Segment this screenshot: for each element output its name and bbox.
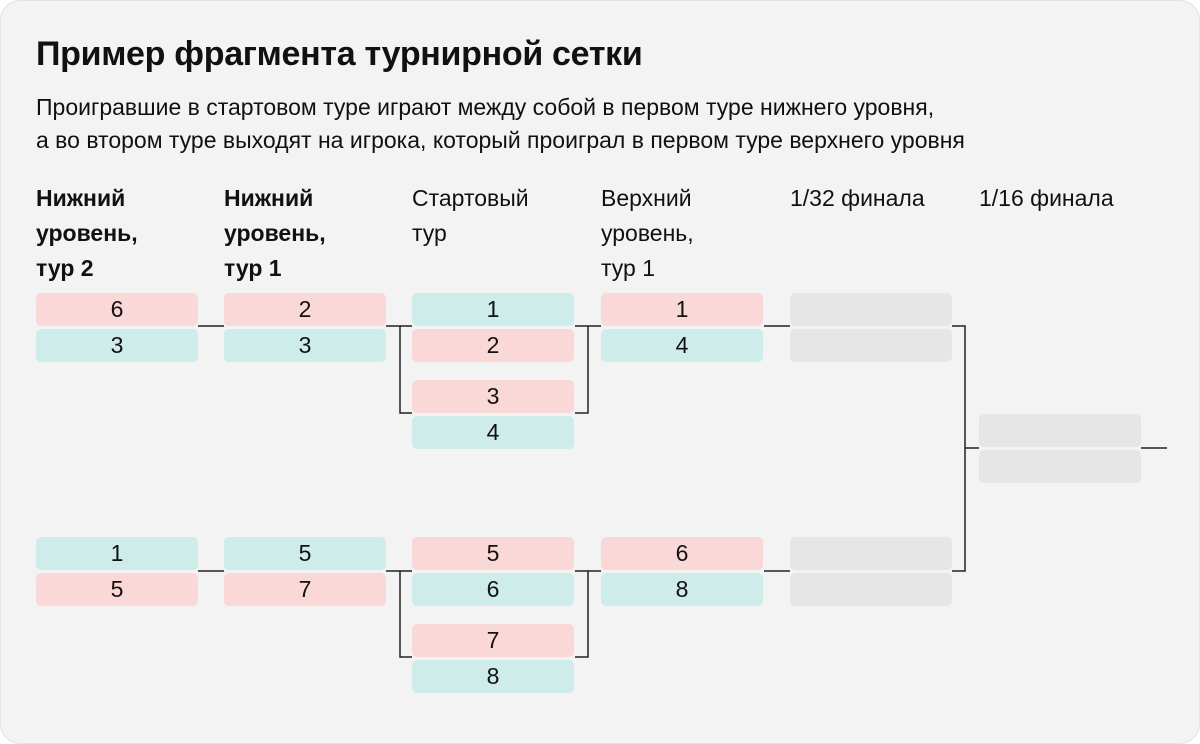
page-title: Пример фрагмента турнирной сетки — [36, 35, 643, 73]
slot-lower-r2-m2-top: 1 — [36, 537, 198, 570]
slot-start-m3-top: 5 — [412, 537, 574, 570]
connector-line — [386, 325, 412, 414]
slot-start-m1-top: 1 — [412, 293, 574, 326]
slot-start-m4-top: 7 — [412, 624, 574, 657]
column-header-line: тур 2 — [36, 255, 94, 281]
subtitle-line-2: а во втором туре выходят на игрока, кото… — [36, 127, 965, 153]
slot-lower-r2-m1-bottom: 3 — [36, 329, 198, 362]
slot-r64-m1-bottom — [790, 329, 952, 362]
column-header-round-of-32: 1/16 финала — [979, 181, 1149, 216]
slot-upper-r1-m2-top: 6 — [601, 537, 763, 570]
column-header-line: тур — [412, 220, 447, 246]
column-header-line: уровень, — [601, 220, 694, 246]
slot-start-m3-bottom: 6 — [412, 573, 574, 606]
column-header-line: уровень, — [224, 220, 326, 246]
connector-line — [386, 570, 412, 658]
connector-line — [952, 325, 966, 572]
slot-start-m2-bottom: 4 — [412, 416, 574, 449]
slot-lower-r1-m1-bottom: 3 — [224, 329, 386, 362]
column-header-line: 1/32 финала — [790, 185, 925, 211]
column-header-line: Нижний — [36, 185, 126, 211]
column-header-upper-round-1: Верхний уровень, тур 1 — [601, 181, 771, 286]
slot-start-m1-bottom: 2 — [412, 329, 574, 362]
column-header-lower-round-1: Нижний уровень, тур 1 — [224, 181, 394, 286]
connector-line — [575, 325, 589, 414]
subtitle: Проигравшие в стартовом туре играют межд… — [36, 91, 1176, 157]
column-header-line: 1/16 финала — [979, 185, 1114, 211]
slot-lower-r1-m1-top: 2 — [224, 293, 386, 326]
slot-start-m4-bottom: 8 — [412, 660, 574, 693]
slot-r32-m1-bottom — [979, 450, 1141, 483]
column-header-line: уровень, — [36, 220, 138, 246]
column-header-line: тур 1 — [224, 255, 282, 281]
column-header-round-of-64: 1/32 финала — [790, 181, 960, 216]
slot-lower-r1-m2-top: 5 — [224, 537, 386, 570]
column-header-lower-round-2: Нижний уровень, тур 2 — [36, 181, 206, 286]
subtitle-line-1: Проигравшие в стартовом туре играют межд… — [36, 94, 935, 120]
column-header-line: Нижний — [224, 185, 314, 211]
connector-line — [575, 570, 589, 658]
slot-start-m2-top: 3 — [412, 380, 574, 413]
slot-upper-r1-m1-top: 1 — [601, 293, 763, 326]
column-header-line: тур 1 — [601, 255, 656, 281]
slot-lower-r2-m2-bottom: 5 — [36, 573, 198, 606]
column-header-line: Стартовый — [412, 185, 529, 211]
slot-r64-m2-top — [790, 537, 952, 570]
slot-r64-m1-top — [790, 293, 952, 326]
column-header-line: Верхний — [601, 185, 692, 211]
slot-upper-r1-m1-bottom: 4 — [601, 329, 763, 362]
slot-r32-m1-top — [979, 414, 1141, 447]
slot-r64-m2-bottom — [790, 573, 952, 606]
slot-lower-r1-m2-bottom: 7 — [224, 573, 386, 606]
column-header-start-round: Стартовый тур — [412, 181, 582, 251]
slot-lower-r2-m1-top: 6 — [36, 293, 198, 326]
slot-upper-r1-m2-bottom: 8 — [601, 573, 763, 606]
